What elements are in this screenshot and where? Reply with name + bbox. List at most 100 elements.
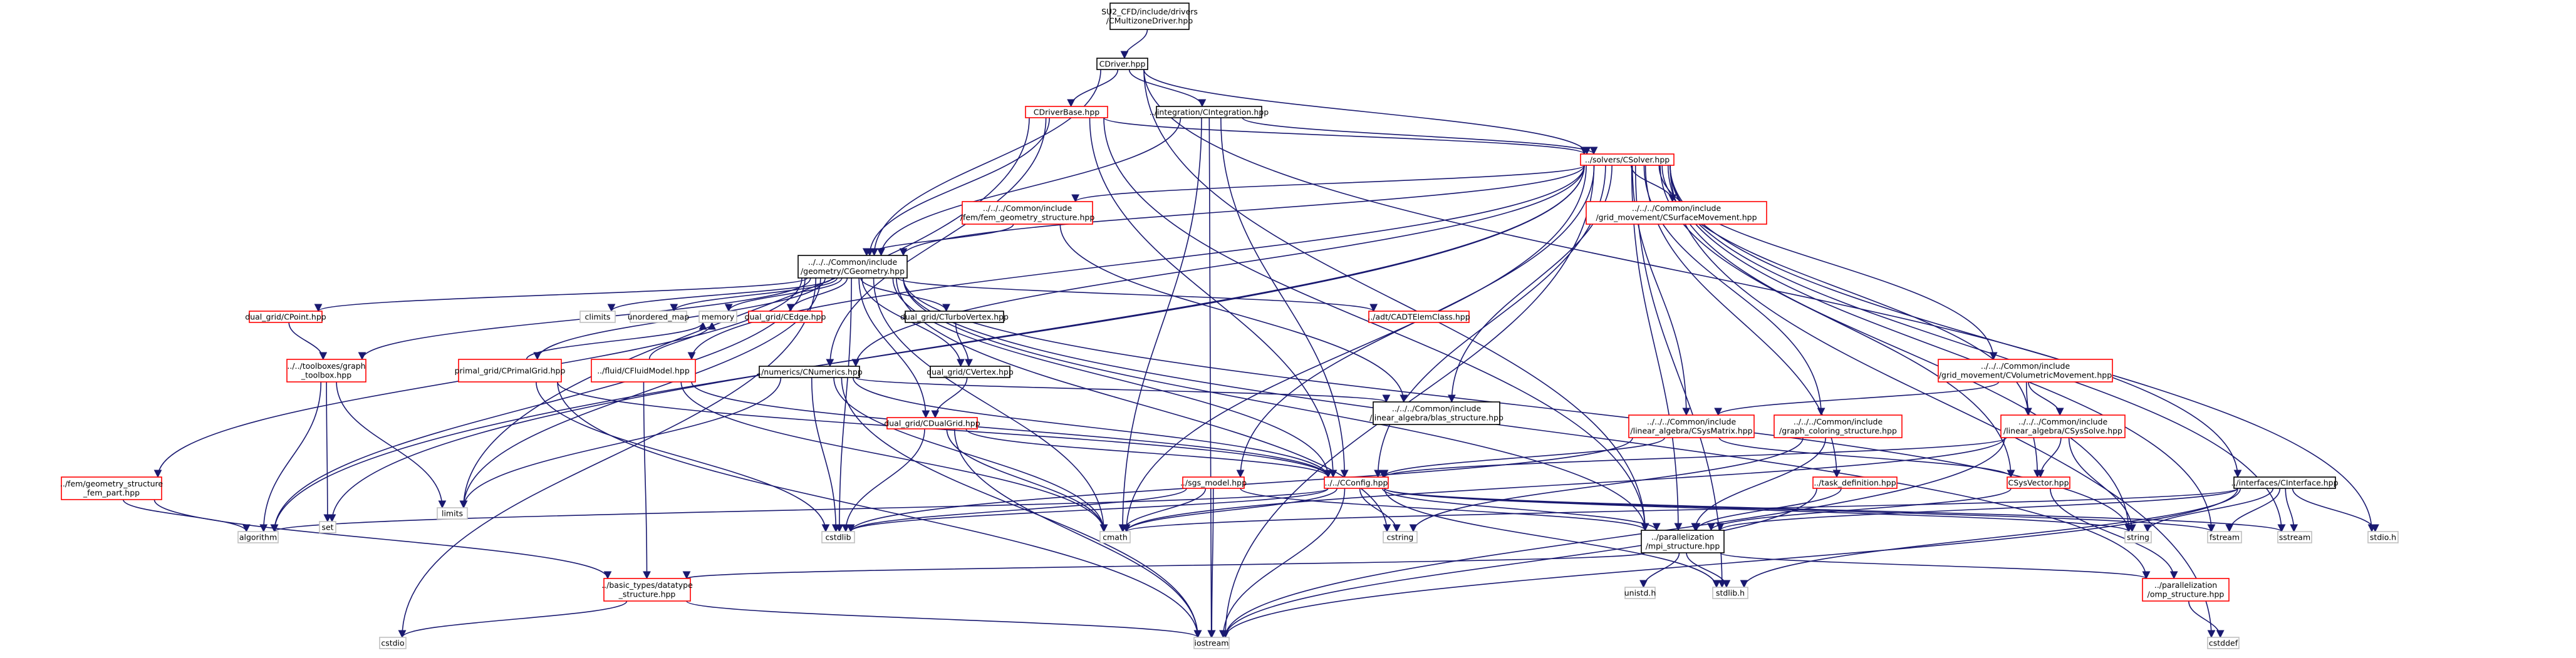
node-box (603, 578, 691, 602)
edge-cdriver-to-cdriverbase (1067, 69, 1119, 108)
node-csolver[interactable]: ../solvers/CSolver.hpp (1580, 153, 1675, 166)
node-box (821, 531, 855, 543)
node-label: primal_grid/CPrimalGrid.hpp (455, 366, 566, 375)
edge-cdualgrid-to-iostream (953, 428, 1202, 639)
node-label: ../../../Common/include (2018, 417, 2108, 426)
node-box (1025, 106, 1108, 118)
node-csysmatrix[interactable]: ../../../Common/include/linear_algebra/C… (1628, 414, 1755, 438)
edge-csolver-to-fstream (1670, 165, 2216, 533)
node-sgs[interactable]: ../sgs_model.hpp (1180, 476, 1247, 489)
node-box (1109, 3, 1190, 30)
node-cdriver[interactable]: CDriver.hpp (1096, 58, 1148, 70)
node-label: ../../../Common/include (1632, 203, 1722, 213)
edge-cdriver-to-cgeometry (870, 69, 1101, 257)
node-cprimalgrid[interactable]: primal_grid/CPrimalGrid.hpp (455, 359, 566, 383)
node-toolbox[interactable]: ../../toolboxes/graph_toolbox.hpp (286, 359, 366, 383)
node-root[interactable]: SU2_CFD/include/drivers/CMultizoneDriver… (1101, 3, 1198, 30)
node-label: dual_grid/CDualGrid.hpp (884, 418, 980, 428)
edge-cconfig-to-iostream (1219, 488, 1346, 639)
node-cmath: cmath (1099, 531, 1131, 543)
node-mpi[interactable]: ../parallelization/mpi_structure.hpp (1641, 530, 1725, 553)
node-set: set (319, 521, 336, 533)
edge-cgeometry-to-unordered_map (670, 277, 838, 312)
node-label: stdlib.h (1716, 588, 1745, 597)
node-cfluidmodel[interactable]: ../fluid/CFluidModel.hpp (591, 359, 696, 383)
node-femgeom[interactable]: ../../../Common/include/fem/fem_geometry… (960, 201, 1095, 225)
node-cedge[interactable]: dual_grid/CEdge.hpp (745, 311, 826, 323)
edge-sgs-to-cstdlib (846, 488, 1187, 533)
node-cvolmove[interactable]: ../../../Common/include/grid_movement/CV… (1938, 359, 2113, 383)
node-cdriverbase[interactable]: CDriverBase.hpp (1025, 106, 1108, 118)
node-csurfmove[interactable]: ../../../Common/include/grid_movement/CS… (1586, 201, 1767, 225)
node-label: ../../../Common/include (1981, 361, 2070, 371)
edge-csyssolve-to-string (2068, 437, 2136, 533)
node-cpoint[interactable]: dual_grid/CPoint.hpp (245, 311, 326, 323)
node-box (1373, 401, 1500, 425)
edge-cdriverbase-to-mpi (1103, 117, 1649, 532)
node-box (1580, 153, 1675, 166)
node-femstruct[interactable]: ../fem/geometry_structure_fem_part.hpp (60, 476, 164, 500)
node-label: ../adt/CADTElemClass.hpp (1368, 312, 1470, 321)
node-label: /fem/fem_geometry_structure.hpp (960, 213, 1095, 222)
node-label: dual_grid/CVertex.hpp (927, 367, 1014, 376)
node-cgeometry[interactable]: ../../../Common/include/geometry/CGeomet… (797, 255, 908, 279)
node-box (1641, 530, 1725, 553)
node-box (759, 366, 860, 378)
node-box (748, 311, 823, 323)
node-omp[interactable]: ../parallelization/omp_structure.hpp (2142, 578, 2230, 602)
node-csyssolve[interactable]: ../../../Common/include/linear_algebra/C… (2000, 414, 2126, 438)
node-taskdef[interactable]: ../task_definition.hpp (1812, 476, 1898, 489)
edge-mpi-to-datatype (683, 552, 1646, 580)
node-box (237, 531, 279, 543)
node-graphcolor[interactable]: ../../../Common/include/graph_coloring_s… (1774, 414, 1903, 438)
node-cintegration[interactable]: ../integration/CIntegration.hpp (1150, 106, 1269, 118)
edge-cconfig-to-cmath (1122, 488, 1337, 533)
edge-toolbox-to-algorithm (259, 381, 322, 533)
node-cconfig[interactable]: ../../CConfig.hpp (1324, 476, 1389, 489)
node-cinterface[interactable]: ../interfaces/CInterface.hpp (2231, 476, 2339, 489)
edge-cintegration-to-cmath (1118, 117, 1202, 533)
edge-cconfig-to-stdlib_h (1384, 488, 1721, 589)
node-box (1099, 531, 1131, 543)
node-box (905, 311, 1004, 323)
node-cvertex[interactable]: dual_grid/CVertex.hpp (927, 366, 1014, 378)
edge-datatype-to-cstdio (398, 600, 628, 639)
node-cadtelem[interactable]: ../adt/CADTElemClass.hpp (1368, 311, 1470, 323)
node-label: /linear_algebra/CSysMatrix.hpp (1630, 426, 1752, 436)
node-sstream: sstream (2277, 531, 2312, 543)
node-datatype[interactable]: ../basic_types/datatype_structure.hpp (601, 578, 693, 602)
node-label: /grid_movement/CSurfaceMovement.hpp (1596, 213, 1757, 222)
node-box (2277, 531, 2312, 543)
node-label: cstddef (2209, 638, 2238, 647)
node-label: /linear_algebra/CSysSolve.hpp (2003, 426, 2122, 436)
edge-cdriverbase-to-cnumerics (826, 117, 1047, 368)
edge-cdualgrid-to-cconfig (965, 428, 1332, 478)
node-cstdlib: cstdlib (821, 531, 855, 543)
node-cturbovertex[interactable]: dual_grid/CTurboVertex.hpp (900, 311, 1009, 323)
node-cdualgrid[interactable]: dual_grid/CDualGrid.hpp (884, 417, 980, 429)
node-label: ../numerics/CNumerics.hpp (756, 367, 863, 376)
edge-cdriverbase-to-csolver (1103, 117, 1589, 155)
edge-cinterface-to-cmath (1123, 488, 2238, 533)
node-cstdio: cstdio (379, 637, 407, 649)
edge-cgeometry-to-cturbovertex (860, 277, 950, 312)
node-label: string (2127, 532, 2149, 542)
edge-cprimalgrid-to-cconfig (557, 381, 1332, 478)
node-cstring: cstring (1383, 531, 1418, 543)
node-box (1624, 587, 1656, 599)
node-label: cmath (1103, 532, 1128, 542)
node-label: iostream (1195, 638, 1229, 647)
dependency-edges (122, 29, 2379, 639)
node-label: ../../../Common/include (983, 203, 1072, 213)
node-label: ../../../Common/include (1794, 417, 1883, 426)
node-box (2124, 531, 2152, 543)
edge-cconfig-to-string (1384, 488, 2132, 533)
edge-csolver-to-string (1667, 165, 2133, 533)
edge-cgeometry-to-climits (607, 277, 833, 312)
node-label: dual_grid/CTurboVertex.hpp (900, 312, 1009, 321)
node-blas[interactable]: ../../../Common/include/linear_algebra/b… (1369, 401, 1504, 425)
node-label: cstdio (381, 638, 404, 647)
node-unistd: unistd.h (1624, 587, 1656, 599)
node-csysvector[interactable]: CSysVector.hpp (2007, 476, 2070, 489)
node-cnumerics[interactable]: ../numerics/CNumerics.hpp (756, 366, 863, 378)
